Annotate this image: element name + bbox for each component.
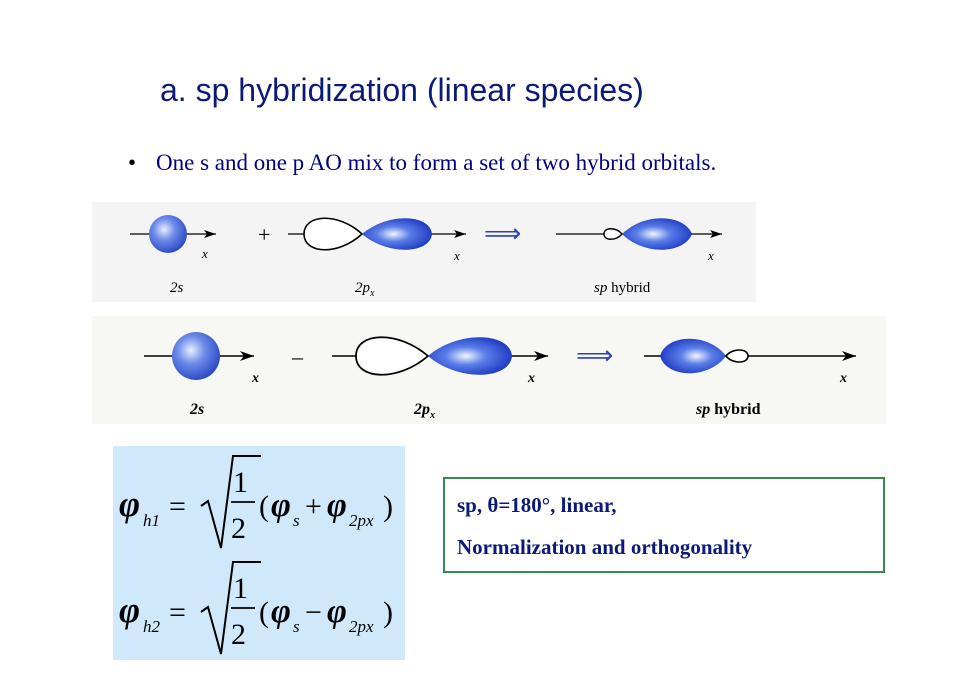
subscript-h2: h2 [143, 617, 161, 636]
summary-line-geometry: sp, θ=180°, linear, [457, 493, 617, 517]
p-orbital-positive-lobe [362, 218, 432, 250]
phi-symbol: φ [271, 593, 291, 630]
close-paren: ) [383, 596, 393, 629]
implies-arrow: ⟹ [576, 341, 613, 370]
hybrid-large-lobe [622, 218, 692, 250]
p-orbital-negative-lobe [355, 336, 430, 376]
operator-plus: + [258, 222, 270, 247]
fraction-numerator: 1 [233, 572, 248, 605]
plus-sign: + [305, 490, 322, 523]
subscript-s: s [293, 511, 300, 530]
bullet-marker: • [128, 150, 137, 175]
slide-title: a. sp hybridization (linear species) [160, 72, 644, 108]
minus-sign: − [305, 596, 322, 629]
radical-sign [200, 455, 261, 549]
label-2p: 2px [355, 280, 375, 299]
label-2s: 2s [170, 280, 184, 296]
hybrid-large-lobe [660, 338, 726, 374]
axis-arrowhead [710, 230, 722, 238]
label-2s: 2s [189, 401, 204, 418]
axis-label: x [707, 248, 714, 263]
label-sp-hybrid: sp hybrid [594, 280, 651, 296]
sp-sum-diagram-svg: x 2s + x 2px ⟹ x sp hybrid [130, 215, 722, 299]
phi-symbol: φ [327, 593, 347, 630]
formula-h1: φ h1 = 1 2 ( φ s + φ 2px ) [119, 455, 393, 549]
axis-arrowhead [204, 230, 216, 238]
summary-box: sp, θ=180°, linear, Normalization and or… [443, 477, 885, 573]
axis-arrowhead [842, 351, 856, 361]
open-paren: ( [259, 490, 269, 523]
wavefunction-formulas: φ h1 = 1 2 ( φ s + φ 2px ) φ h2 = 1 2 ( … [113, 446, 405, 660]
equals-sign: = [169, 490, 186, 523]
axis-arrowhead [534, 351, 548, 361]
p-orbital-negative-lobe [303, 217, 364, 251]
bullet-point: • One s and one p AO mix to form a set of… [128, 150, 716, 176]
phi-symbol: φ [119, 590, 140, 630]
fraction-denominator: 2 [231, 618, 246, 651]
fraction-numerator: 1 [233, 466, 248, 499]
implies-arrow: ⟹ [484, 219, 521, 248]
s-orbital-sphere [149, 215, 187, 253]
summary-line-properties: Normalization and orthogonality [457, 535, 753, 559]
axis-arrowhead [240, 351, 254, 361]
subscript-h1: h1 [143, 511, 160, 530]
operator-minus: – [291, 344, 304, 369]
formulas-svg: φ h1 = 1 2 ( φ s + φ 2px ) φ h2 = 1 2 ( … [119, 455, 393, 655]
phi-symbol: φ [271, 487, 291, 524]
equals-sign: = [169, 596, 186, 629]
open-paren: ( [259, 596, 269, 629]
formula-h2: φ h2 = 1 2 ( φ s − φ 2px ) [119, 561, 393, 655]
phi-symbol: φ [119, 484, 140, 524]
label-sp-hybrid: sp hybrid [695, 401, 761, 418]
axis-label: x [839, 371, 847, 386]
hybrid-small-lobe [724, 349, 749, 363]
subscript-s: s [293, 617, 300, 636]
axis-label: x [201, 246, 208, 261]
sp-difference-diagram-svg: x 2s – x 2px ⟹ x sp hybrid [144, 332, 856, 421]
phi-symbol: φ [327, 487, 347, 524]
p-orbital-positive-lobe [428, 337, 512, 375]
axis-label: x [453, 248, 460, 263]
sp-difference-diagram: x 2s – x 2px ⟹ x sp hybrid [92, 316, 886, 424]
axis-arrowhead [454, 230, 466, 238]
axis-label: x [251, 371, 259, 386]
subscript-2px: 2px [349, 511, 374, 530]
s-orbital-sphere [172, 332, 220, 380]
axis-label: x [527, 371, 535, 386]
sp-sum-diagram: x 2s + x 2px ⟹ x sp hybrid [92, 202, 756, 302]
bullet-text: One s and one p AO mix to form a set of … [156, 150, 717, 175]
hybrid-small-lobe [603, 228, 623, 240]
close-paren: ) [383, 490, 393, 523]
radical-sign [200, 561, 261, 655]
label-2p: 2px [413, 401, 435, 421]
subscript-2px: 2px [349, 617, 374, 636]
fraction-denominator: 2 [231, 512, 246, 545]
